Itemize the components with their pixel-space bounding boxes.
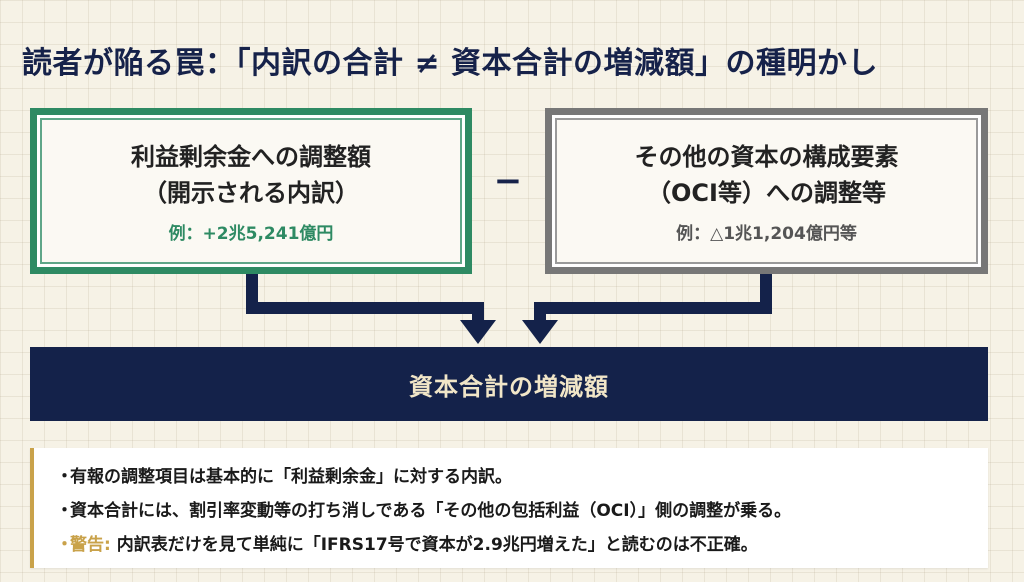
warning-text: 内訳表だけを見て単純に「IFRS17号で資本が2.9兆円増えた」と読むのは不正確… <box>116 535 758 555</box>
oci-title-line2: （OCI等）への調整等 <box>647 178 886 207</box>
oci-box: その他の資本の構成要素 （OCI等）への調整等 例：△1兆1,204億円等 <box>545 108 988 274</box>
oci-title-line1: その他の資本の構成要素 <box>634 142 899 171</box>
note-text-1: 有報の調整項目は基本的に「利益剰余金」に対する内訳。 <box>70 467 512 487</box>
capital-change-label: 資本合計の増減額 <box>409 372 609 401</box>
retained-earnings-example: 例：+2兆5,241億円 <box>168 223 334 244</box>
note-item-1: ・有報の調整項目は基本的に「利益剰余金」に対する内訳。 <box>56 460 988 494</box>
notes-panel: ・有報の調整項目は基本的に「利益剰余金」に対する内訳。 ・資本合計には、割引率変… <box>30 448 988 568</box>
retained-earnings-title-line2: （開示される内訳） <box>143 178 359 207</box>
retained-earnings-title-line1: 利益剰余金への調整額 <box>131 142 371 171</box>
bullet: ・ <box>56 535 73 555</box>
note-warning: ・警告: 内訳表だけを見て単純に「IFRS17号で資本が2.9兆円増えた」と読む… <box>56 528 988 562</box>
left-connector-arrow <box>246 274 496 344</box>
minus-operator: − <box>493 161 523 201</box>
capital-change-bar: 資本合計の増減額 <box>30 347 988 421</box>
bullet: ・ <box>56 501 73 521</box>
right-connector-arrow <box>522 274 772 344</box>
note-text-2: 資本合計には、割引率変動等の打ち消しである「その他の包括利益（OCI）」側の調整… <box>70 501 792 521</box>
note-item-2: ・資本合計には、割引率変動等の打ち消しである「その他の包括利益（OCI）」側の調… <box>56 494 988 528</box>
page-title: 読者が陥る罠：「内訳の合計 ≠ 資本合計の増減額」の種明かし <box>22 46 879 81</box>
bullet: ・ <box>56 467 73 487</box>
oci-example: 例：△1兆1,204億円等 <box>676 223 857 244</box>
warning-label: 警告: <box>70 535 111 555</box>
retained-earnings-box: 利益剰余金への調整額 （開示される内訳） 例：+2兆5,241億円 <box>30 108 472 274</box>
